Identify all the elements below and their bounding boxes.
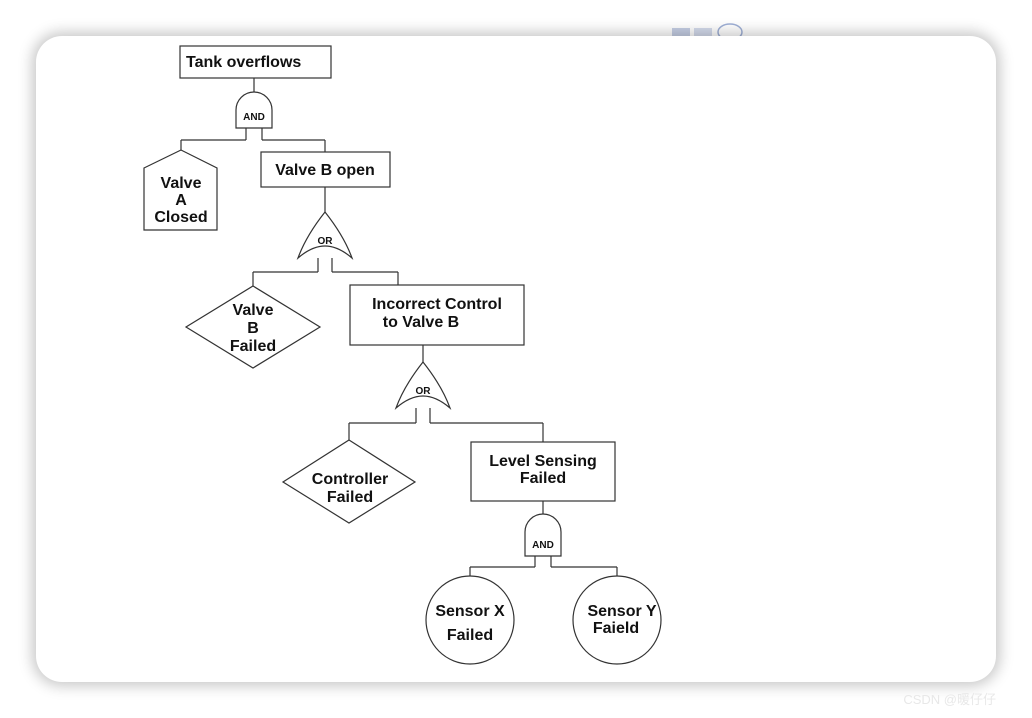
node-sensor-y-line-2: Faield	[593, 620, 639, 637]
node-sensor-x-line-1: Sensor X	[435, 603, 505, 620]
and-gate-2: AND	[524, 513, 562, 557]
node-level-sensing-line-2: Failed	[520, 470, 566, 487]
and-gate-2-label: AND	[532, 540, 554, 551]
fault-tree-diagram: Tank overflows AND Valve A Closed Valve …	[143, 45, 662, 665]
node-sensor-x-failed: Sensor X Failed	[425, 575, 515, 665]
node-controller-failed-line-2: Failed	[327, 489, 373, 506]
or-gate-2: OR	[394, 361, 452, 410]
node-tank-overflows-label: Tank overflows	[186, 54, 301, 71]
node-level-sensing-failed: Level Sensing Failed	[470, 441, 616, 502]
node-valve-b-open: Valve B open	[260, 151, 391, 188]
or-gate-1-label: OR	[318, 236, 334, 247]
and-gate-1-label: AND	[243, 112, 265, 123]
node-valve-b-failed-line-1: Valve	[233, 302, 274, 319]
partial-logo	[668, 18, 748, 40]
node-valve-a-line-3: Closed	[154, 209, 207, 226]
node-valve-a-line-1: Valve	[161, 175, 202, 192]
node-sensor-y-faield: Sensor Y Faield	[572, 575, 662, 665]
or-gate-1: OR	[296, 211, 354, 260]
node-valve-b-failed: Valve B Failed	[184, 285, 322, 369]
watermark: CSDN @暖仔仔	[903, 692, 996, 707]
and-gate-1: AND	[235, 91, 273, 129]
node-tank-overflows: Tank overflows	[179, 45, 332, 79]
or-gate-2-label: OR	[416, 386, 432, 397]
node-valve-a-closed: Valve A Closed	[143, 149, 218, 231]
node-controller-failed: Controller Failed	[281, 439, 417, 524]
node-valve-a-line-2: A	[175, 192, 187, 209]
connector-lines	[180, 78, 618, 576]
top-strip	[0, 0, 1032, 40]
node-incorrect-control-line-1: Incorrect Control	[372, 296, 502, 313]
node-valve-b-failed-line-2: B	[247, 320, 259, 337]
node-incorrect-control: Incorrect Control to Valve B	[349, 284, 525, 346]
node-level-sensing-line-1: Level Sensing	[489, 453, 597, 470]
node-incorrect-control-line-2: to Valve B	[383, 314, 459, 331]
node-valve-b-open-label: Valve B open	[275, 162, 375, 179]
partial-logo-icon	[672, 23, 743, 40]
node-sensor-x-line-2: Failed	[447, 627, 493, 644]
diagram-card: Tank overflows AND Valve A Closed Valve …	[36, 36, 996, 682]
node-controller-failed-line-1: Controller	[312, 471, 388, 488]
node-valve-b-failed-line-3: Failed	[230, 338, 276, 355]
node-sensor-y-line-1: Sensor Y	[587, 603, 656, 620]
